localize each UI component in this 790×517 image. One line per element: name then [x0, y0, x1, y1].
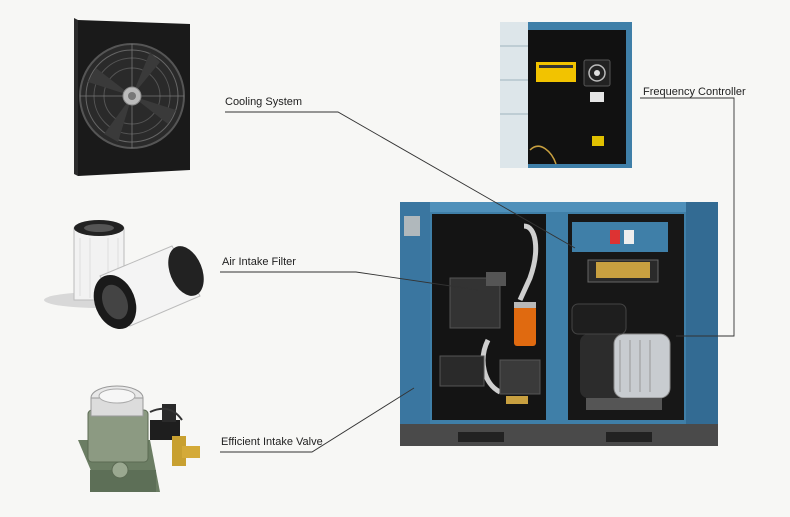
- label-efficient-intake-valve: Efficient Intake Valve: [221, 436, 323, 448]
- label-cooling-system: Cooling System: [225, 96, 303, 108]
- frequency-controller-image: [500, 22, 632, 168]
- compressor-unit-image: [400, 202, 718, 446]
- intake-valve-image: [78, 385, 200, 492]
- leader-line-cooling: [225, 111, 576, 249]
- leader-lines: [220, 97, 735, 453]
- leader-line-frequency: [640, 97, 735, 337]
- air-filter-image: [44, 220, 204, 330]
- leader-line-filter: [220, 271, 479, 291]
- cooling-fan-image: [74, 18, 190, 176]
- label-air-intake-filter: Air Intake Filter: [222, 256, 296, 268]
- label-frequency-controller: Frequency Controller: [643, 86, 746, 98]
- leader-line-valve: [220, 387, 415, 453]
